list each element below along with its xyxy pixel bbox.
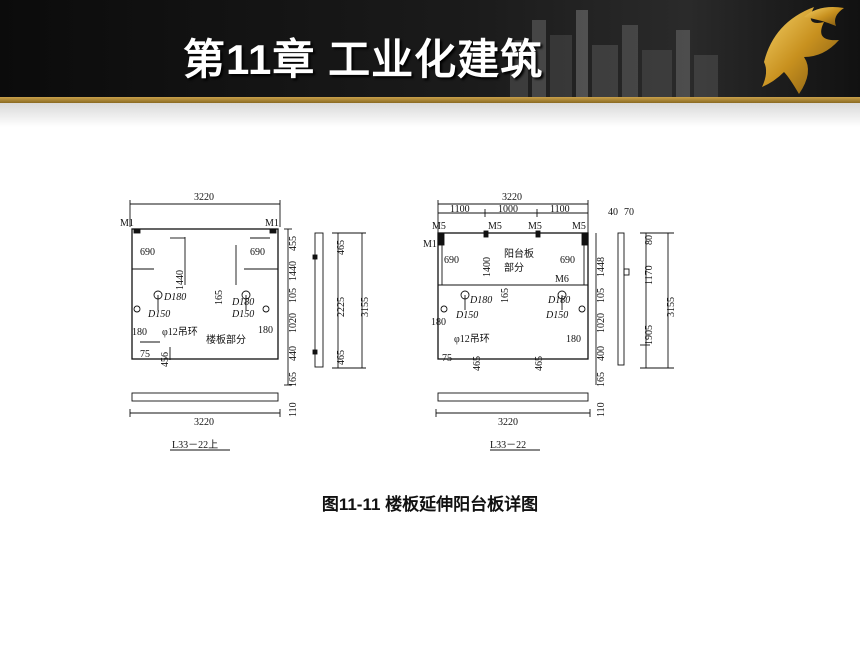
left-dim-165: 165	[214, 290, 225, 305]
slide-header: 第11章 工业化建筑	[0, 0, 860, 100]
left-ring-label: φ12吊环	[162, 326, 198, 338]
left-right-dim-1440: 1440	[288, 261, 299, 281]
left-dim-1440: 1440	[175, 270, 186, 290]
right-d150-label: D150	[455, 310, 478, 321]
left-right-dim-455: 455	[288, 236, 299, 251]
right-right-dim-110: 110	[596, 402, 607, 417]
right-d150-right-label: D150	[545, 310, 568, 321]
left-dim-180-right: 180	[258, 325, 273, 336]
left-right-dim-1020: 1020	[288, 313, 299, 333]
left-overall-width: 3220	[194, 192, 214, 203]
right-right-dim-105: 105	[596, 288, 607, 303]
slide-title: 第11章 工业化建筑	[183, 36, 544, 83]
right-dim-690-right: 690	[560, 255, 575, 266]
right-m6: M6	[555, 274, 569, 285]
right-dim-465-left: 465	[472, 356, 483, 371]
right-m5-b: M5	[488, 221, 502, 232]
golden-pegasus-logo	[762, 7, 844, 94]
left-dim-690-left: 690	[140, 247, 155, 258]
right-bottom-width: 3220	[498, 417, 518, 428]
left-d150-right-label: D150	[231, 309, 254, 320]
right-section-3155: 3155	[666, 297, 677, 317]
right-dim-180-right: 180	[566, 334, 581, 345]
right-ring-label: φ12吊环	[454, 333, 490, 345]
left-d180-right-label: D180	[231, 297, 254, 308]
header-shadow	[0, 103, 860, 127]
left-section-2225: 2225	[336, 297, 347, 317]
right-width-1100b: 1100	[550, 204, 570, 215]
left-dim-456: 456	[160, 352, 171, 367]
right-right-dim-1448: 1448	[596, 257, 607, 277]
left-right-dim-105: 105	[288, 288, 299, 303]
left-right-dim-165: 165	[288, 372, 299, 387]
left-right-dim-440: 440	[288, 346, 299, 361]
figure-caption: 图11-11 楼板延伸阳台板详图	[321, 495, 539, 514]
balcony-slab-detail-drawing: 3220 M1 M1 690 690 1440 D180 D150 165 D1…	[120, 192, 677, 451]
left-drawing-name: L33－22上	[172, 439, 218, 451]
right-dim-75: 75	[442, 353, 452, 364]
left-bottom-width: 3220	[194, 417, 214, 428]
right-section-1170: 1170	[644, 265, 655, 285]
right-top-dim-70: 70	[624, 207, 634, 218]
right-right-dim-165: 165	[596, 372, 607, 387]
left-right-dim-110: 110	[288, 402, 299, 417]
right-dim-180-left: 180	[431, 317, 446, 328]
right-m1: M1	[423, 239, 437, 250]
right-section-80: 80	[644, 235, 655, 245]
right-m5-d: M5	[572, 221, 586, 232]
right-dim-465-right: 465	[534, 356, 545, 371]
right-right-dim-400: 400	[596, 346, 607, 361]
right-balcony-label-2: 部分	[504, 261, 524, 274]
right-balcony-label-1: 阳台板	[504, 247, 534, 260]
gold-divider	[0, 97, 860, 103]
left-region-label: 楼板部分	[206, 333, 246, 346]
right-right-dim-1020: 1020	[596, 313, 607, 333]
left-section-465a: 465	[336, 240, 347, 255]
left-dim-690-right: 690	[250, 247, 265, 258]
left-dim-180-left: 180	[132, 327, 147, 338]
left-section-465b: 465	[336, 350, 347, 365]
right-d180-label: D180	[469, 295, 492, 306]
right-drawing-name: L33－22	[490, 440, 526, 451]
city-skyline-graphic	[510, 10, 718, 100]
left-m1-left: M1	[120, 218, 134, 229]
right-dim-165: 165	[500, 288, 511, 303]
right-overall-width: 3220	[502, 192, 522, 203]
left-d150-label: D150	[147, 309, 170, 320]
right-section-1905: 1905	[644, 325, 655, 345]
right-width-1000: 1000	[498, 204, 518, 215]
right-d180-right-label: D180	[547, 295, 570, 306]
right-dim-1400: 1400	[482, 257, 493, 277]
left-d180-label: D180	[163, 292, 186, 303]
right-width-1100a: 1100	[450, 204, 470, 215]
right-top-dim-40: 40	[608, 207, 618, 218]
right-dim-690-left: 690	[444, 255, 459, 266]
left-section-3155: 3155	[360, 297, 371, 317]
left-dim-75: 75	[140, 349, 150, 360]
right-m5-c: M5	[528, 221, 542, 232]
left-m1-right: M1	[265, 218, 279, 229]
right-m5-a: M5	[432, 221, 446, 232]
